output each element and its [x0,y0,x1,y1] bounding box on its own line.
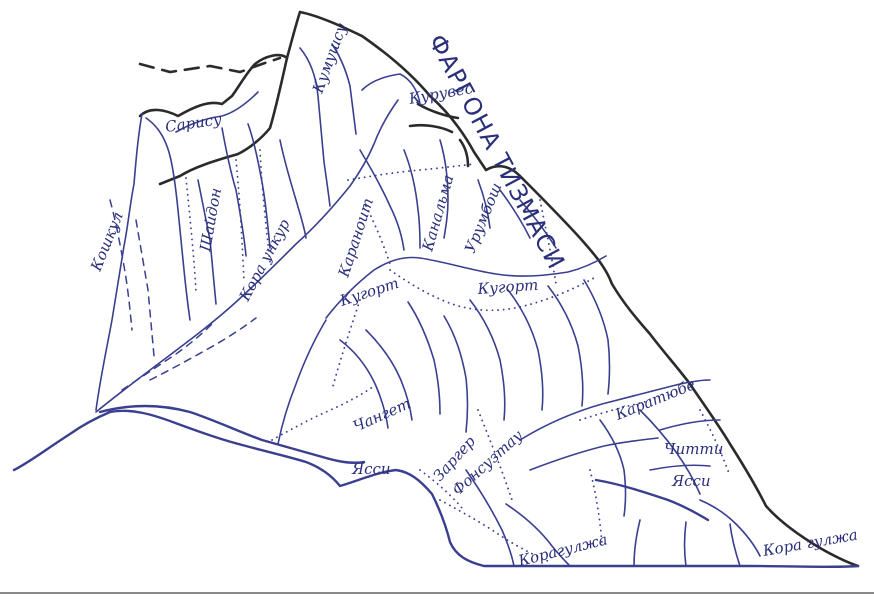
divide-dotted [271,385,375,441]
tributary [365,329,413,421]
tributary [477,179,557,249]
label-kugorm-1: Кугорт [337,274,401,310]
intermittent-stream [135,219,155,357]
tributary [633,519,741,567]
dashed-ridge [138,56,282,74]
bottom-border-line [0,592,874,594]
tributary [507,289,544,411]
label-yassi-2: Ясси [671,472,711,490]
label-koragulja-2: Кора гулжа [761,526,859,561]
divide-dotted [589,469,603,545]
tributary [439,139,449,239]
label-kumushsu: Кумушсу [309,21,351,97]
divide-dotted [579,399,653,421]
tributary [547,285,584,407]
main-river [12,409,860,569]
label-urumbosh: Урумбош [461,180,505,255]
divide-dotted [347,163,475,181]
divide-dotted [539,199,557,285]
tributary [583,279,611,395]
tributary [359,149,405,251]
tributary [279,139,307,239]
label-kora-unkur: Кора ункур [235,216,294,305]
main-ridge [138,10,860,568]
tributary [339,339,389,429]
main-river-inner [98,404,366,464]
label-kanalma: Канальма [418,173,457,254]
tributary [221,127,247,257]
divide-dotted [185,177,197,293]
tributary [361,73,421,105]
tributary [299,47,331,207]
tributary-bold [594,478,710,522]
intermittent-stream [149,317,257,381]
label-chitti: Читти [664,440,723,458]
intermittent-stream [109,199,133,331]
tributary [519,379,711,441]
tributary [649,419,721,471]
kugorm-valley [325,255,607,319]
label-koragulja-1: Корагулжа [516,530,610,570]
label-kugorm-2: Кугорт [476,276,539,298]
tributary [145,117,191,321]
spur-ridge-kuruves [408,102,470,168]
tributary [529,437,659,471]
tributary [331,43,357,135]
divide-dotted [331,299,361,391]
tributary [277,319,327,445]
label-yassi-1: Ясси [351,460,391,478]
left-edge-line [95,113,143,411]
tributary [465,469,515,567]
central-valley [95,99,399,413]
tributary [175,91,259,133]
tributary [443,315,469,433]
tributary [469,299,506,421]
tributary [505,503,571,567]
divide-dotted [365,205,391,265]
tributary [197,179,217,305]
tributary [407,301,441,415]
tributary [639,409,701,495]
divide-dotted [259,149,271,263]
tributary [699,499,761,557]
divide-dotted [235,159,245,281]
spur-ridge-north [158,56,289,186]
label-shaidon: Шайдон [196,186,225,253]
label-karatyube: Каратюбе [612,375,698,424]
tributary [403,149,421,249]
divide-dotted [419,469,463,509]
label-karanonit: Караноит [334,196,377,280]
tributary [247,123,271,249]
tributary [599,419,627,517]
